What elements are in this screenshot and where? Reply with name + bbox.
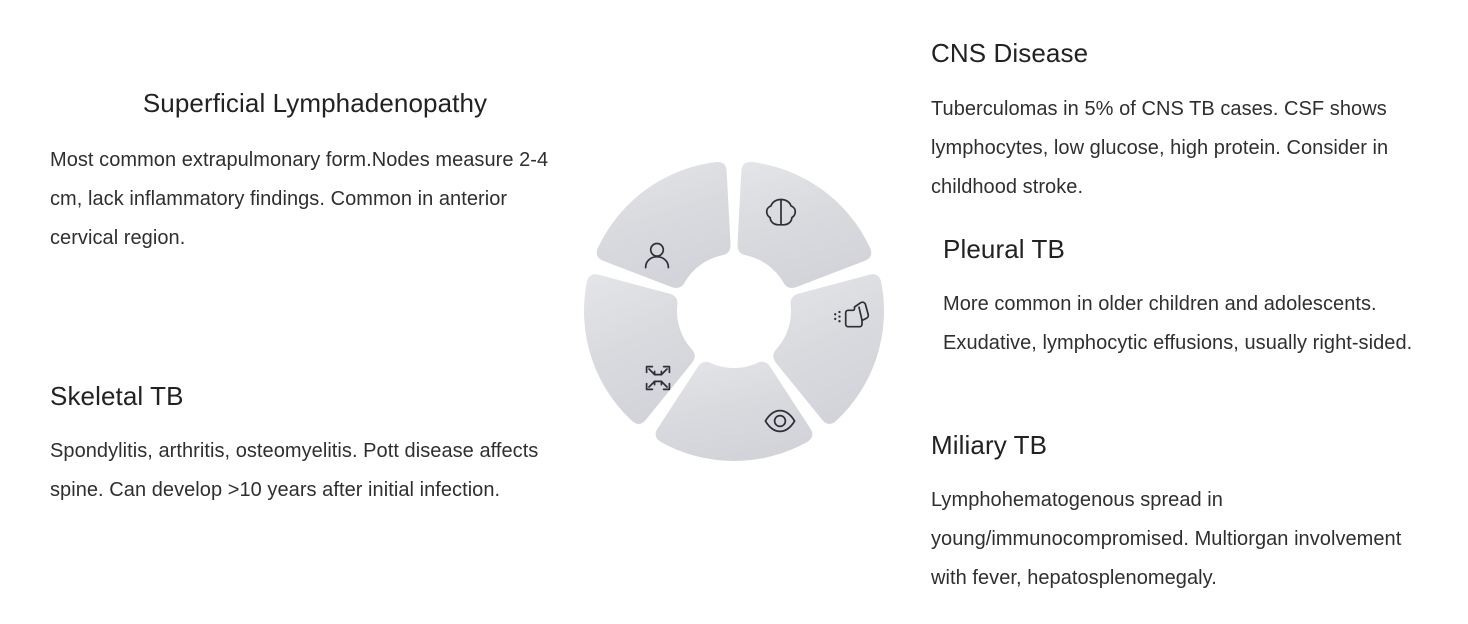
section-skeletal-tb: Skeletal TB Spondylitis, arthritis, oste… <box>50 381 580 510</box>
donut-segments <box>584 161 884 461</box>
section-body-superficial-lymphadenopathy: Most common extrapulmonary form.Nodes me… <box>50 149 549 250</box>
section-title-cns-disease: CNS Disease <box>931 38 1089 68</box>
donut-icons <box>644 198 870 433</box>
section-body-miliary-tb: Lymphohematogenous spread in young/immun… <box>931 489 1402 590</box>
person-icon <box>644 242 670 269</box>
section-miliary-tb: Miliary TB Lymphohematogenous spread in … <box>931 430 1441 598</box>
brain-icon <box>765 198 797 226</box>
section-title-miliary-tb: Miliary TB <box>931 430 1048 460</box>
section-pleural-tb: Pleural TB More common in older children… <box>943 234 1443 363</box>
section-body-skeletal-tb: Spondylitis, arthritis, osteomyelitis. P… <box>50 440 539 502</box>
donut-segment-pleural-tb[interactable] <box>737 161 872 289</box>
section-title-superficial-lymphadenopathy: Superficial Lymphadenopathy <box>142 88 488 118</box>
donut-segment-miliary-tb[interactable] <box>773 274 884 425</box>
lungs-icon <box>834 301 870 328</box>
donut-segment-cns-disease[interactable] <box>596 161 731 289</box>
donut-chart <box>578 148 890 474</box>
section-body-cns-disease: Tuberculomas in 5% of CNS TB cases. CSF … <box>931 98 1389 199</box>
section-body-pleural-tb: More common in older children and adoles… <box>943 293 1413 355</box>
section-cns-disease: CNS Disease Tuberculomas in 5% of CNS TB… <box>931 38 1441 207</box>
donut-segment-skeletal-tb[interactable] <box>655 361 813 461</box>
eye-icon <box>764 409 796 433</box>
skeleton-frame-icon <box>645 365 671 391</box>
section-title-skeletal-tb: Skeletal TB <box>50 381 184 411</box>
section-superficial-lymphadenopathy: Superficial Lymphadenopathy Most common … <box>50 88 580 258</box>
section-title-pleural-tb: Pleural TB <box>943 234 1065 264</box>
